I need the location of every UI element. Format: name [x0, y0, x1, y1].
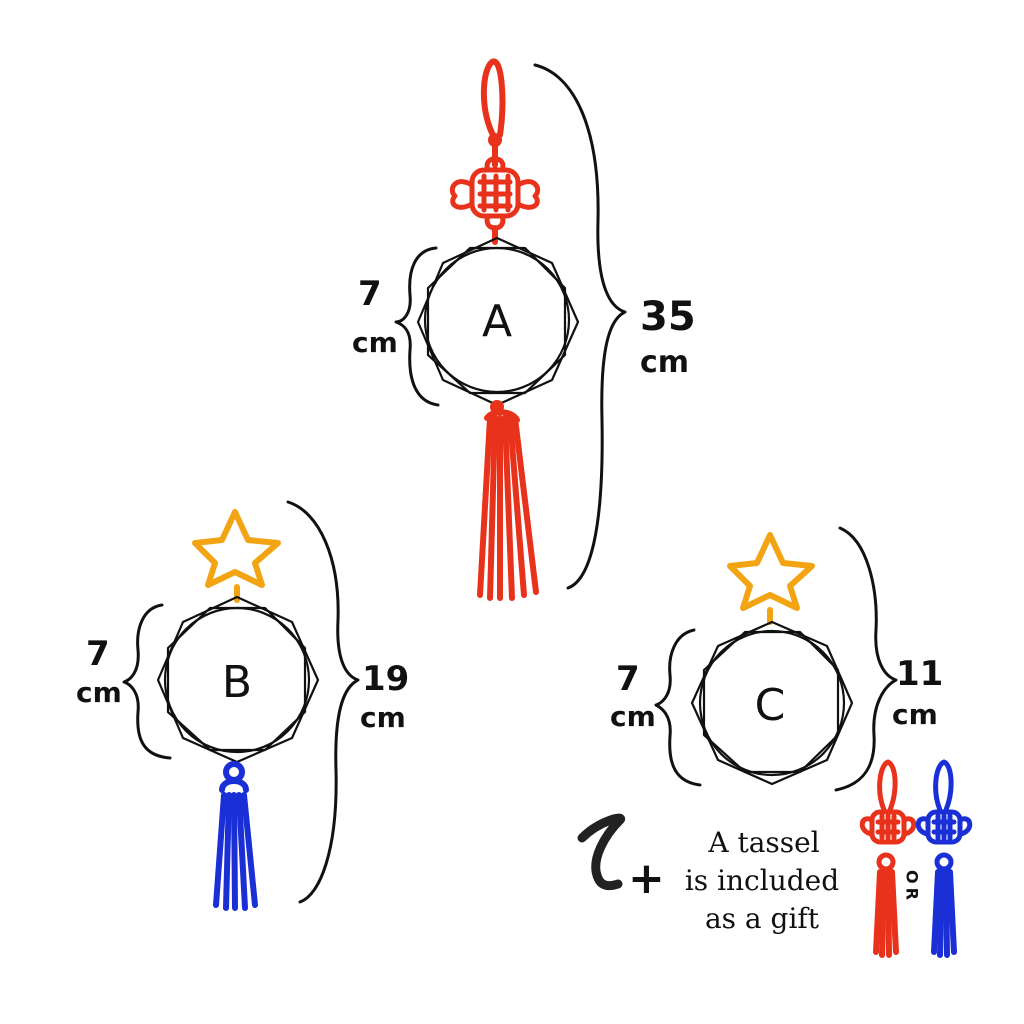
height-unit: cm	[640, 345, 689, 380]
blue-tassel-option	[915, 759, 973, 958]
star-icon	[192, 509, 281, 588]
ornament-letter: A	[482, 296, 512, 347]
width-value: 7	[358, 274, 382, 314]
gift-note: + A tassel is included as a gift OR	[577, 759, 973, 958]
ornament-b: B 7 cm 19 cm	[76, 500, 409, 911]
hanging-loop	[480, 58, 506, 138]
width-brace	[654, 628, 702, 787]
height-value: 11	[896, 654, 943, 694]
chinese-knot-icon	[449, 156, 541, 231]
red-tassel-option	[859, 759, 917, 958]
ornament-disc	[690, 620, 854, 786]
width-value: 7	[616, 659, 640, 699]
height-brace	[533, 63, 627, 590]
height-value: 35	[640, 294, 696, 340]
gift-line-1: A tassel	[707, 826, 819, 859]
ornament-letter: B	[222, 657, 252, 708]
height-brace	[286, 500, 360, 904]
width-value: 7	[86, 634, 110, 674]
gift-line-3: as a gift	[705, 902, 820, 935]
or-label: OR	[903, 870, 922, 904]
ornament-c: C 7 cm 11 cm	[610, 526, 943, 792]
width-unit: cm	[610, 700, 656, 733]
star-icon	[727, 532, 815, 611]
height-value: 19	[362, 659, 409, 699]
bead	[488, 133, 502, 147]
ornament-a: A 7 cm 35 cm	[352, 58, 696, 601]
gift-line-2: is included	[685, 864, 839, 897]
tassel	[213, 761, 258, 911]
height-unit: cm	[360, 701, 406, 734]
width-brace	[394, 246, 440, 407]
plus-sign: +	[628, 853, 665, 904]
width-brace	[122, 603, 172, 760]
curved-arrow-icon	[577, 813, 626, 891]
height-brace	[834, 526, 898, 792]
width-unit: cm	[352, 326, 398, 359]
width-unit: cm	[76, 676, 122, 709]
tassel	[477, 409, 539, 601]
ornament-letter: C	[755, 680, 786, 731]
height-unit: cm	[892, 698, 938, 731]
